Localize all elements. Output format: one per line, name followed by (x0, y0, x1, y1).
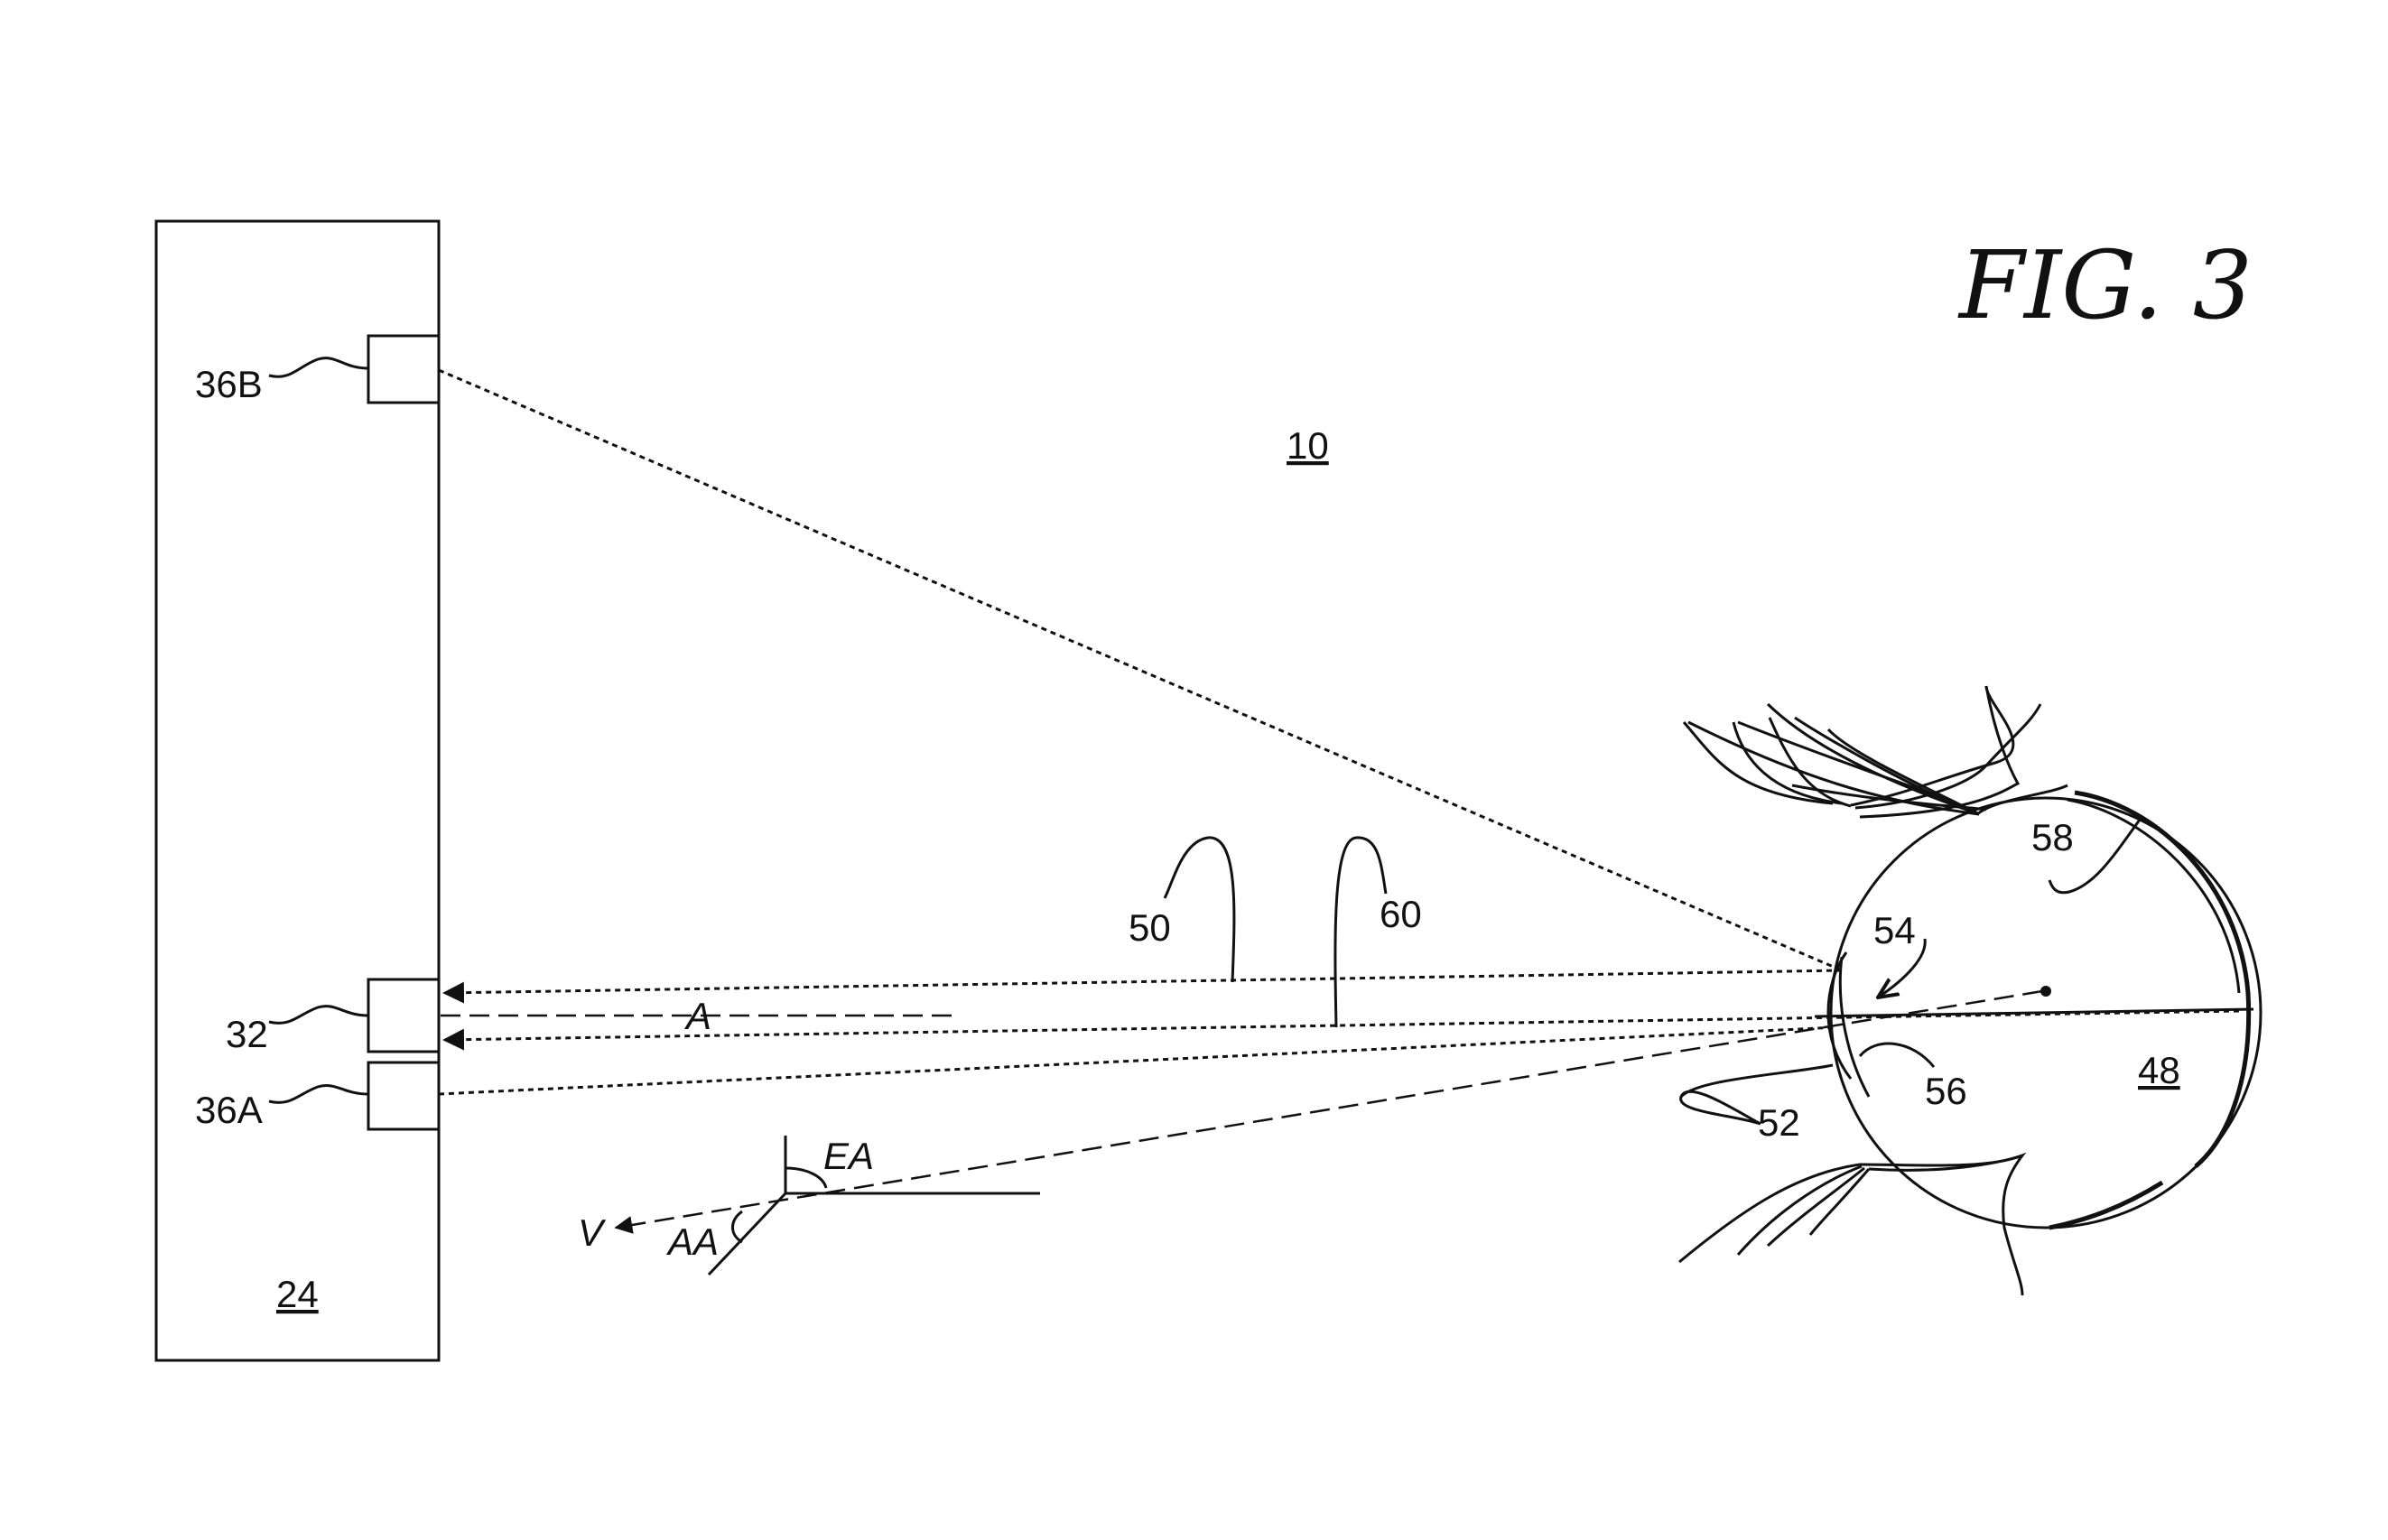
ray-52-label: 52 (1758, 1101, 1800, 1144)
angle-aa-label: AA (665, 1220, 719, 1263)
light-a-label: 36A (195, 1089, 263, 1131)
leader-60 (1335, 838, 1386, 1027)
light-b-label: 36B (195, 363, 263, 405)
eye-48: 58 54 56 52 48 (1681, 793, 2261, 1228)
light-source-36a: 36A (195, 1062, 439, 1131)
figure-title: FIG. 3 (1957, 230, 2253, 340)
leader-50 (1165, 838, 1234, 982)
axis-a-label: A (683, 995, 711, 1037)
eye-label: 48 (2138, 1049, 2180, 1091)
vector-v-label: V (578, 1211, 607, 1254)
camera-label: 32 (226, 1013, 268, 1055)
device-label: 24 (276, 1273, 319, 1315)
ray-36b (439, 370, 1842, 970)
ray-58-label: 58 (2031, 816, 2074, 858)
ray-60-label: 60 (1380, 893, 1422, 935)
system-label: 10 (1287, 424, 1329, 467)
light-source-36b: 36B (195, 336, 439, 405)
camera-32: 32 (226, 979, 439, 1055)
angle-construction: EA AA (665, 1135, 1040, 1275)
lower-eyelid (1679, 1155, 2022, 1295)
ray-50 (444, 970, 1842, 993)
upper-eyelid (1684, 686, 2067, 817)
angle-ea-label: EA (823, 1135, 874, 1177)
eye-center-dot (2040, 986, 2051, 997)
ray-50-label: 50 (1129, 906, 1171, 949)
ray-56-label: 56 (1925, 1070, 1967, 1112)
ray-54-label: 54 (1873, 909, 1916, 951)
